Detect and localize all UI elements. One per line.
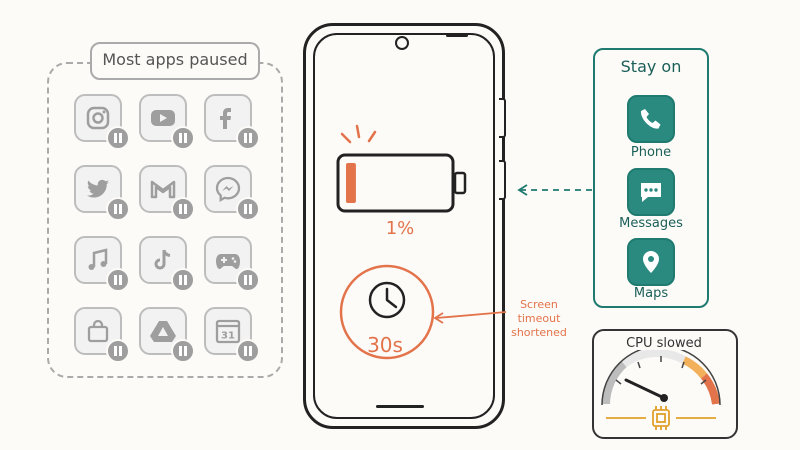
speed-gauge	[601, 350, 721, 430]
cpu-title: CPU slowed	[626, 336, 702, 351]
stay-on-panel	[593, 48, 709, 308]
music-icon	[74, 236, 130, 292]
cpu-chip-icon	[652, 406, 670, 430]
pause-badge-icon	[236, 268, 260, 292]
battery-alert-lines-icon	[340, 124, 377, 144]
front-camera	[395, 36, 409, 50]
timeout-annotation: Screen timeout shortened	[508, 298, 570, 340]
battery-percent: 1%	[385, 218, 415, 239]
speaker-slot	[446, 34, 468, 37]
stay-on-label: Maps	[633, 286, 669, 301]
battery-body-icon	[336, 153, 455, 213]
twitter-icon	[74, 165, 130, 221]
messages-icon	[627, 168, 675, 216]
stay-on-title: Stay on	[620, 57, 682, 76]
clock-icon	[368, 281, 406, 319]
stay-on-label: Phone	[630, 145, 672, 160]
phone-frame	[303, 23, 505, 429]
timeout-arrow	[433, 311, 507, 324]
facebook-icon	[204, 94, 260, 150]
calendar-day: 31	[221, 331, 235, 342]
phone-icon	[627, 95, 675, 143]
pause-badge-icon	[171, 197, 195, 221]
timeout-annotation-line: timeout	[517, 312, 561, 325]
pause-badge-icon	[171, 268, 195, 292]
instagram-icon	[74, 94, 130, 150]
game-controller-icon	[204, 236, 260, 292]
stay-on-label: Messages	[619, 216, 683, 231]
messenger-icon	[204, 165, 260, 221]
maps-icon	[627, 238, 675, 286]
pause-badge-icon	[106, 268, 130, 292]
timeout-timer	[339, 264, 435, 360]
calendar-icon: 31	[204, 307, 260, 363]
gauge-needle	[624, 378, 666, 400]
stay-on-arrow	[517, 184, 592, 196]
phone-screen	[313, 33, 495, 419]
pause-badge-icon	[171, 339, 195, 363]
drive-icon	[139, 307, 195, 363]
pause-badge-icon	[106, 126, 130, 150]
tiktok-icon	[139, 236, 195, 292]
pause-badge-icon	[236, 126, 260, 150]
pause-badge-icon	[106, 339, 130, 363]
pause-badge-icon	[236, 339, 260, 363]
battery-graphic	[336, 124, 467, 213]
timeout-annotation-line: Screen	[520, 298, 558, 311]
gmail-icon	[139, 165, 195, 221]
battery-level-fill	[346, 163, 356, 203]
cpu-panel	[592, 329, 738, 439]
power-button	[499, 160, 506, 200]
pause-badge-icon	[106, 197, 130, 221]
battery-terminal-icon	[453, 171, 467, 195]
pause-badge-icon	[236, 197, 260, 221]
timeout-annotation-line: shortened	[511, 326, 567, 339]
home-indicator	[376, 405, 424, 408]
paused-apps-title: Most apps paused	[90, 42, 260, 80]
shopping-bag-icon	[74, 307, 130, 363]
timer-value: 30s	[367, 333, 403, 357]
volume-button	[499, 98, 506, 138]
youtube-icon	[139, 94, 195, 150]
pause-badge-icon	[171, 126, 195, 150]
